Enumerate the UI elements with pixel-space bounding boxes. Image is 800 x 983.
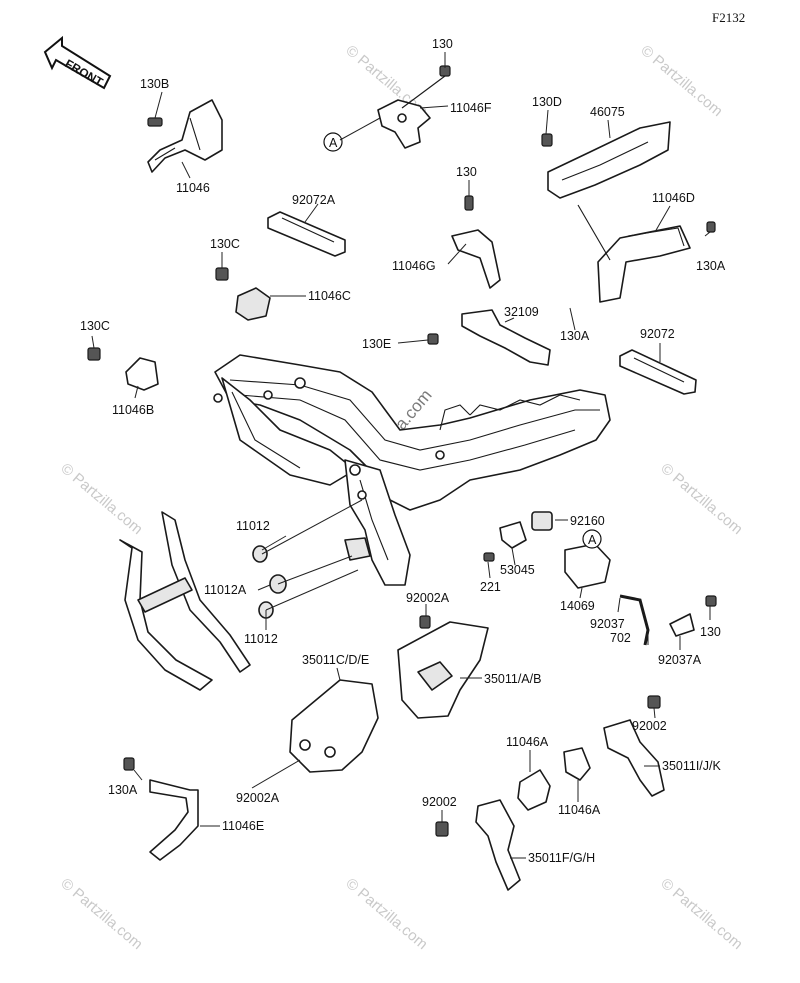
part-35011AB-plate	[397, 615, 489, 719]
watermark: © Partzilla.com	[657, 875, 745, 953]
label-92002A: 92002A	[406, 591, 450, 605]
label-35011IJK: 35011I/J/K	[662, 759, 722, 773]
label-35011CDE: 35011C/D/E	[302, 653, 369, 667]
part-11046A-brackets	[517, 747, 591, 811]
part-14069-box	[564, 543, 717, 646]
part-92072A-strap	[267, 211, 346, 257]
label-11046F: 11046F	[450, 101, 492, 115]
label-92037A: 92037A	[658, 653, 702, 667]
label-35011AB: 35011/A/B	[484, 672, 541, 686]
label-92072: 92072	[640, 327, 675, 341]
label-11046C: 11046C	[308, 289, 351, 303]
label-11012A: 11012A	[204, 583, 247, 597]
label-130: 130	[456, 165, 477, 179]
main-frame	[213, 354, 611, 586]
ref-circle-a-top: A	[323, 132, 343, 152]
label-130B: 130B	[140, 77, 169, 91]
part-46075-grab-rail	[541, 121, 671, 199]
part-11046G-bracket	[451, 195, 501, 289]
label-130A: 130A	[696, 259, 726, 273]
part-labels: 130 11046F 130B 11046 130D 46075 92072A …	[80, 37, 726, 865]
part-92160-53045	[483, 511, 553, 562]
label-11046: 11046	[176, 181, 210, 195]
part-lower-tubes	[119, 511, 251, 691]
part-35011IJK-step	[603, 695, 665, 797]
part-11046E-bracket	[123, 757, 199, 861]
label-11046D: 11046D	[652, 191, 695, 205]
ref-a-label: A	[588, 533, 597, 547]
label-130E: 130E	[362, 337, 391, 351]
label-53045: 53045	[500, 563, 535, 577]
part-11046-bracket	[147, 99, 223, 173]
label-14069: 14069	[560, 599, 595, 613]
label-130D: 130D	[532, 95, 562, 109]
label-11046G: 11046G	[392, 259, 436, 273]
label-92072A: 92072A	[292, 193, 336, 207]
label-130A: 130A	[108, 783, 138, 797]
watermark: © Partzilla.com	[342, 875, 430, 953]
label-130A: 130A	[560, 329, 590, 343]
label-35011FGH: 35011F/G/H	[528, 851, 595, 865]
label-130C: 130C	[80, 319, 110, 333]
label-702: 702	[610, 631, 631, 645]
part-11046D-bracket	[577, 204, 716, 303]
part-11046C-bracket	[215, 267, 271, 321]
part-11046F-clamp	[377, 65, 451, 149]
label-11046B: 11046B	[112, 403, 154, 417]
part-11012-grommets	[252, 545, 287, 619]
label-46075: 46075	[590, 105, 625, 119]
part-32109-bracket	[427, 309, 551, 366]
label-11046E: 11046E	[222, 819, 264, 833]
label-32109: 32109	[504, 305, 539, 319]
watermark: © Partzilla.com	[57, 875, 145, 953]
part-35011FGH-step	[435, 799, 521, 891]
label-11012: 11012	[244, 632, 278, 646]
label-11046A: 11046A	[558, 803, 601, 817]
label-130: 130	[700, 625, 721, 639]
label-92002A: 92002A	[236, 791, 280, 805]
ref-a-label: A	[329, 136, 338, 150]
label-130C: 130C	[210, 237, 240, 251]
ref-circle-a-right: A	[582, 529, 602, 549]
leader-lines	[91, 52, 711, 859]
label-92160: 92160	[570, 514, 605, 528]
label-92037: 92037	[590, 617, 625, 631]
figure-code: F2132	[712, 10, 745, 25]
watermark: © Partzilla.com	[637, 42, 725, 120]
watermark: © Partzilla.com	[57, 460, 145, 538]
part-92072-strap	[619, 349, 697, 395]
label-11046A: 11046A	[506, 735, 549, 749]
label-92002: 92002	[422, 795, 457, 809]
label-221: 221	[480, 580, 501, 594]
watermark: © Partzilla.com	[657, 460, 745, 538]
part-11046B-bracket	[87, 347, 159, 391]
part-35011CDE-plate	[289, 679, 379, 773]
label-11012: 11012	[236, 519, 270, 533]
label-130: 130	[432, 37, 453, 51]
front-arrow: FRONT	[43, 35, 112, 90]
label-92002: 92002	[632, 719, 667, 733]
